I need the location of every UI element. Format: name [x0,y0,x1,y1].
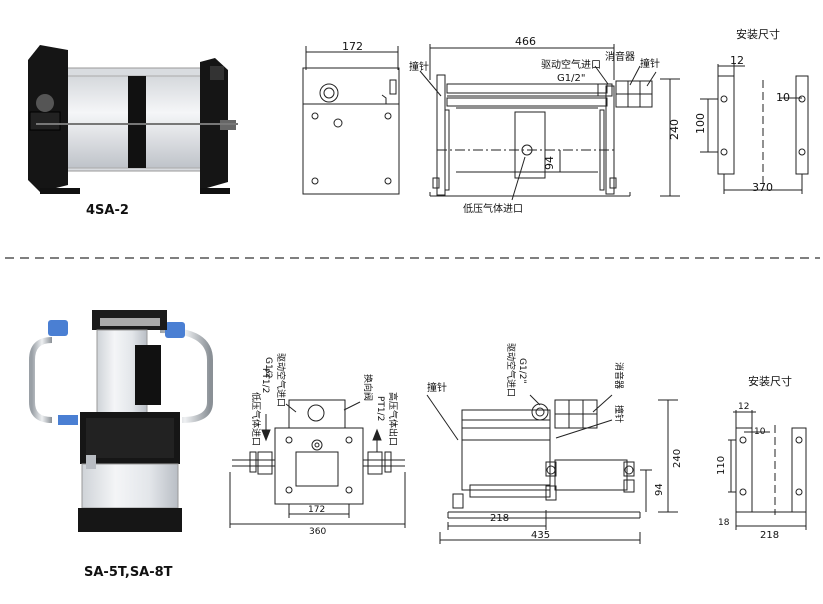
install-title-top: 安装尺寸 [736,27,780,41]
dim-466-top: 466 [515,35,536,48]
install-dim-110-bottom: 110 [716,456,727,475]
label-low-pressure-inlet: 低压气体进口 [463,202,523,215]
dim-172-bottom: 172 [308,505,325,515]
install-dim-100-top: 100 [694,113,707,134]
dim-218-front: 218 [490,513,509,524]
install-dim-12-bottom: 12 [738,402,749,412]
product-photo-4sa2 [28,45,238,194]
dim-94-top: 94 [543,156,556,170]
bottom-install-drawing [728,410,807,530]
dim-172-top: 172 [342,40,363,53]
dim-240-bottom: 240 [672,449,683,468]
top-front-view [419,44,680,201]
label-strike-pin-left: 撞针 [409,60,429,73]
label-side-drive-thread: G1/2 [263,357,273,378]
label-strike-pin-right-bottom: 撞针 [613,405,625,423]
top-side-view [302,46,400,195]
label-low-gas-inlet: 低压气体进口 [250,392,262,446]
bottom-side-view [229,399,406,528]
model-label-sa5t: SA-5T,SA-8T [84,565,173,580]
label-strike-pin-right: 撞针 [640,57,660,70]
bottom-front-view [426,394,678,544]
product-photo-sa5t [29,310,213,532]
top-install-drawing [700,64,809,194]
dim-240-top: 240 [668,119,681,140]
label-high-gas-outlet: 高压气体出口 [387,392,399,446]
model-label-4sa2: 4SA-2 [86,203,129,218]
label-check-valve: 换向阀 [362,374,374,401]
label-side-drive-inlet: 驱动空气进口 [275,353,287,407]
dim-435-front: 435 [531,530,550,541]
label-drive-air-inlet: 驱动空气进口 [541,58,601,71]
label-strike-pin-left-bottom: 撞针 [427,381,447,394]
label-drive-inlet-bottom: 驱动空气进口 [505,343,517,397]
label-low-inlet-thread: PT1/2 [260,368,270,393]
label-high-outlet-thread: PT1/2 [375,396,385,421]
label-muffler-bottom: 消音器 [613,362,625,389]
dim-360-bottom: 360 [309,527,326,537]
install-dim-10-bottom: 10 [754,427,766,437]
install-dim-218-bottom: 218 [760,530,779,541]
label-thread-bottom: G1/2" [517,358,527,384]
install-title-bottom: 安装尺寸 [748,374,792,388]
label-muffler: 消音器 [605,50,635,63]
install-dim-370-top: 370 [752,181,773,194]
label-thread-g12: G1/2" [557,73,585,84]
install-dim-12-top: 12 [730,54,744,67]
install-dim-18-bottom: 18 [718,518,730,528]
install-dim-10-top: 10 [776,91,790,104]
dim-94-bottom: 94 [654,483,665,496]
